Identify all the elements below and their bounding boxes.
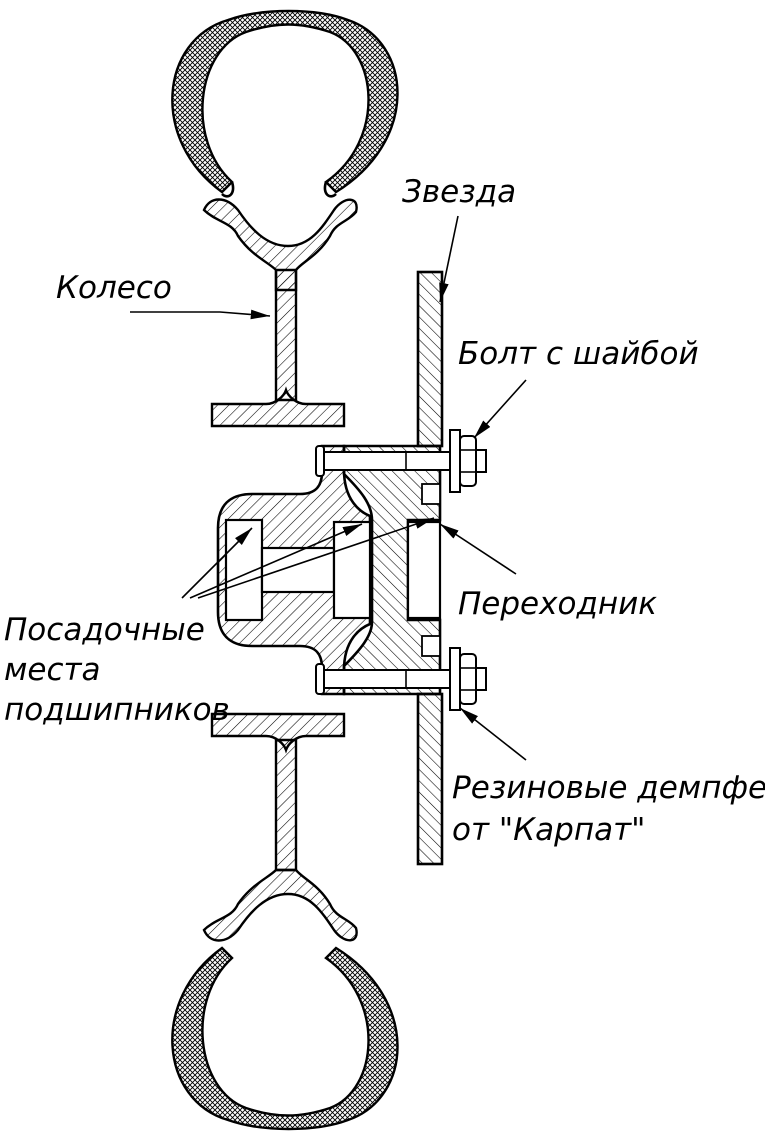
lower-bolt bbox=[315, 647, 487, 711]
upper-tire bbox=[171, 9, 399, 194]
label-bearing-seats-line-2: места bbox=[4, 652, 101, 688]
leader-adapter bbox=[439, 523, 517, 575]
leader-lines bbox=[130, 215, 527, 761]
label-dampers-line-2: от "Карпат" bbox=[452, 812, 645, 848]
lower-web bbox=[210, 712, 346, 872]
label-dampers-line-1: Резиновые демпфера bbox=[452, 770, 765, 806]
hub-body bbox=[216, 444, 372, 696]
sprocket-plate bbox=[416, 270, 444, 866]
label-bearing-seats-line-3: подшипников bbox=[4, 692, 230, 728]
label-adapter: Переходник bbox=[458, 586, 657, 622]
leader-wheel bbox=[130, 309, 271, 320]
upper-bolt bbox=[315, 429, 487, 493]
leader-bearing-seat-1 bbox=[181, 527, 253, 599]
label-wheel: Колесо bbox=[56, 270, 172, 306]
leader-bearing-seat-3 bbox=[197, 517, 435, 599]
label-sprocket: Звезда bbox=[402, 174, 516, 210]
leader-sprocket bbox=[439, 215, 459, 303]
lower-rim bbox=[202, 868, 358, 942]
upper-rim bbox=[202, 181, 358, 292]
label-bolt: Болт с шайбой bbox=[458, 336, 699, 372]
upper-web bbox=[210, 268, 346, 428]
leader-bearing-seat-2 bbox=[189, 523, 363, 599]
leader-bolt bbox=[473, 379, 527, 439]
lower-tire bbox=[171, 946, 399, 1131]
leader-dampers bbox=[459, 707, 527, 761]
label-bearing-seats-line-1: Посадочные bbox=[4, 612, 205, 648]
